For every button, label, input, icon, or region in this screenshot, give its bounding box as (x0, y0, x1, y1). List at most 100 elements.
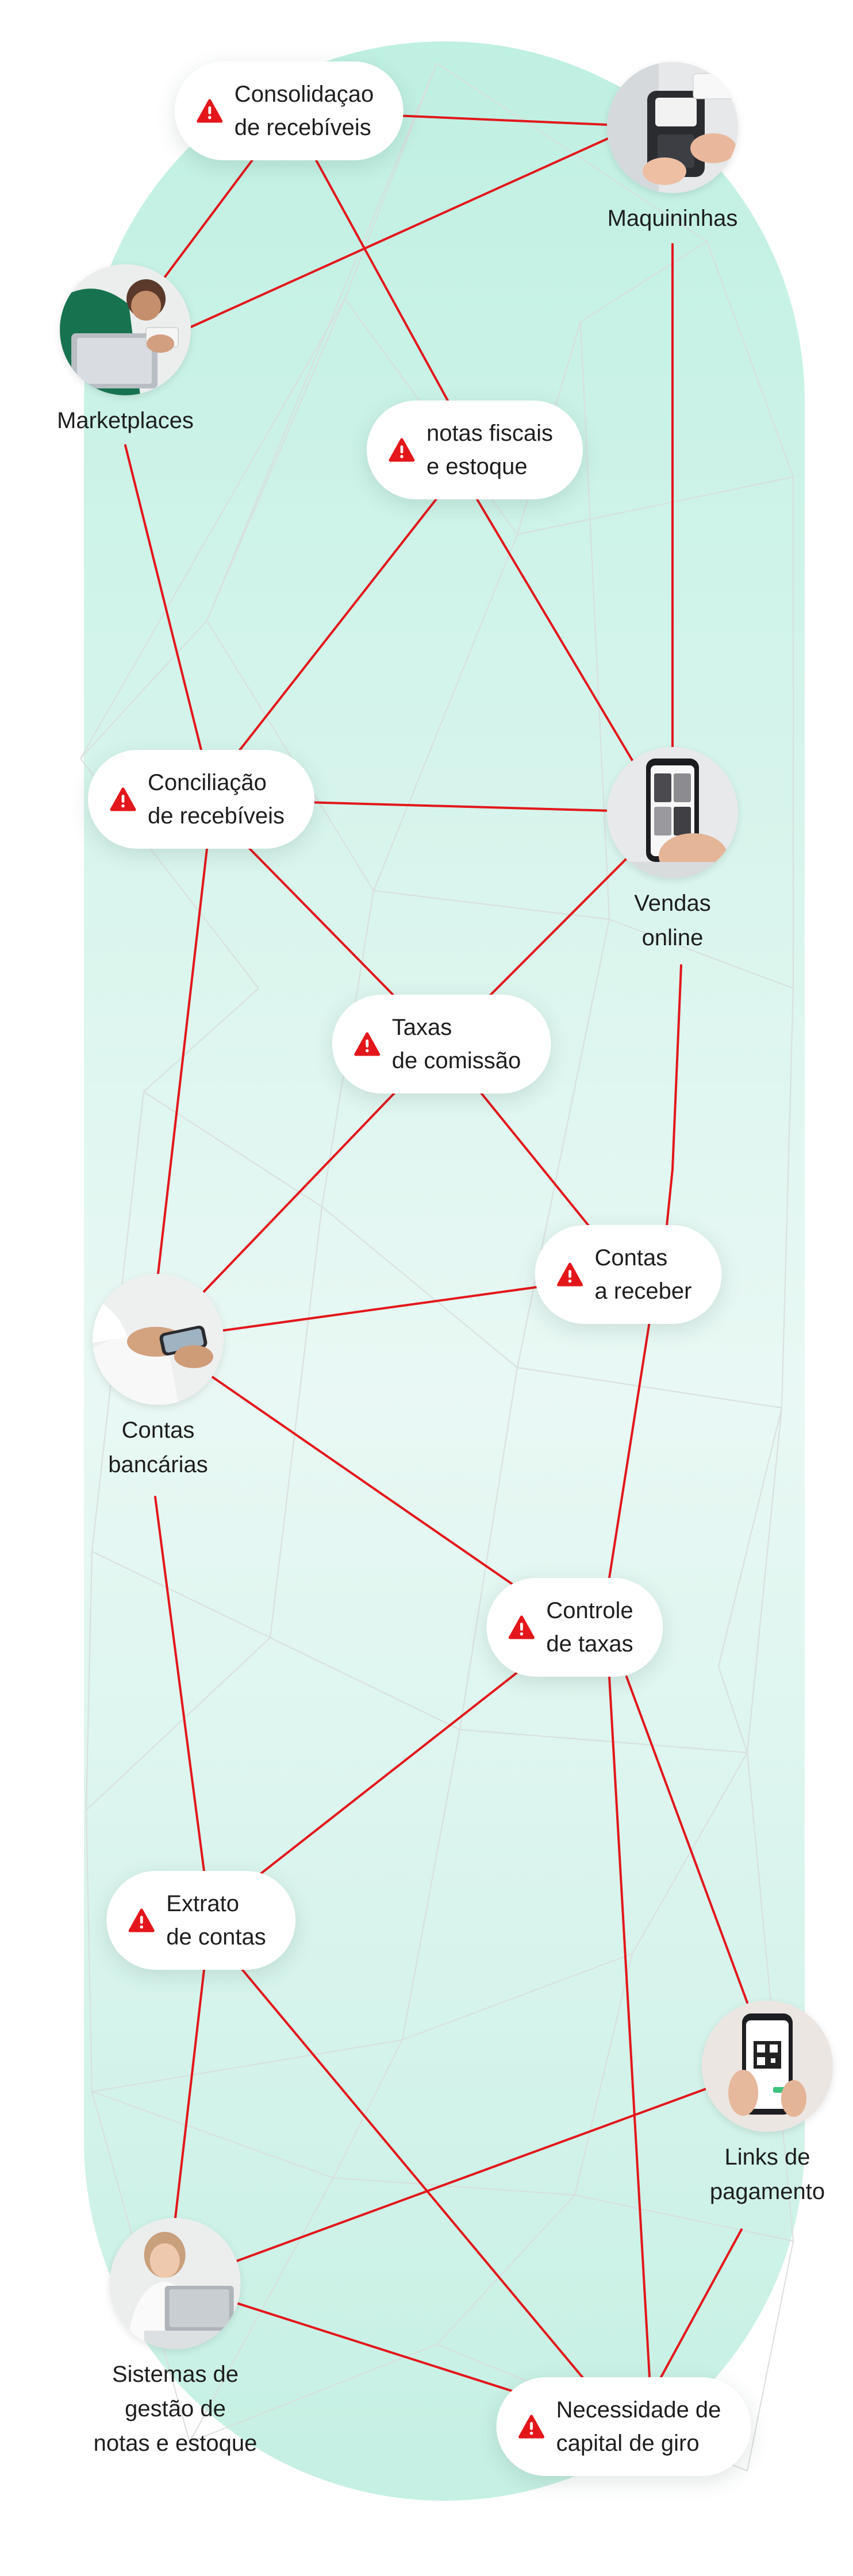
hub-label: Vendas online (607, 886, 738, 955)
connection-line (200, 1626, 576, 1922)
mesh-line (333, 2177, 575, 2196)
pill-text: Necessidade de capital de giro (556, 2393, 721, 2460)
mesh-line (91, 2039, 403, 2093)
connection-line (154, 1496, 205, 1872)
qr-phone-photo-icon (702, 2001, 833, 2132)
pill-conciliacao: Conciliação de recebíveis (88, 750, 314, 849)
pill-taxas-comissao: Taxas de comissão (332, 995, 551, 1093)
mesh-line (609, 918, 794, 989)
mesh-line (206, 63, 438, 621)
pill-line: notas fiscais (426, 421, 554, 446)
connection-line (608, 1320, 651, 1579)
pill-text: Controle de taxas (546, 1594, 633, 1661)
hub-label: Sistemas de gestão de notas e estoque (94, 2357, 258, 2461)
mesh-line (574, 1953, 633, 2196)
mesh-line (717, 1666, 748, 1753)
hub-links-pagamento: Links de pagamento (702, 2001, 833, 2209)
pill-consolidacao: Consolidaçao de recebíveis (174, 61, 404, 160)
mesh-line (632, 1752, 748, 1954)
mesh-line (436, 63, 708, 242)
hub-label-line: online (641, 925, 704, 950)
pill-contas-receber: Contas a receber (535, 1225, 722, 1324)
pill-text: Taxas de comissão (392, 1011, 521, 1077)
mesh-line (516, 919, 610, 1368)
hub-label-line: notas e estoque (93, 2431, 258, 2456)
pill-line: de contas (166, 1924, 266, 1950)
mesh-line (517, 476, 794, 536)
mesh-line (206, 298, 346, 621)
pill-notas: notas fiscais e estoque (366, 401, 583, 499)
hub-label: Links de pagamento (702, 2140, 833, 2209)
mesh-line (344, 63, 438, 299)
connection-line (625, 1676, 748, 2004)
hub-label-line: Sistemas de (112, 2362, 239, 2387)
hub-label-line: gestão de (125, 2396, 226, 2421)
card-machine-photo-icon (607, 62, 738, 193)
hub-label: Contas bancárias (93, 1413, 224, 1482)
hub-label-line: Maquininhas (607, 206, 738, 231)
pill-capital-giro: Necessidade de capital de giro (496, 2377, 751, 2476)
mesh-line (270, 1637, 460, 1730)
hub-label-line: bancárias (108, 1452, 208, 1477)
mesh-line (91, 2090, 334, 2179)
pill-extrato: Extrato de contas (106, 1871, 296, 1970)
warning-icon (389, 438, 415, 462)
mesh-line (717, 1407, 783, 1667)
mesh-line (80, 298, 345, 759)
mesh-line (781, 988, 794, 1408)
connection-line (189, 137, 610, 329)
mesh-line (206, 620, 374, 891)
pill-line: Taxas (391, 1015, 452, 1040)
mesh-line (459, 1728, 748, 1754)
pill-line: Contas (594, 1245, 668, 1270)
red-connections (124, 110, 769, 2428)
hub-label-line: Vendas (634, 891, 711, 916)
pill-text: Extrato de contas (166, 1887, 266, 1954)
connection-line (608, 1676, 651, 2378)
mesh-line (269, 1206, 323, 1638)
hub-label: Maquininhas (607, 201, 738, 236)
mesh-line (517, 1366, 782, 1409)
pill-line: Extrato (166, 1891, 239, 1916)
woman-laptop-photo-icon (109, 2218, 241, 2349)
phone-shop-photo-icon (607, 747, 738, 878)
pill-line: Necessidade de (556, 2397, 721, 2423)
mesh-line (459, 1367, 518, 1730)
connection-line (174, 2065, 769, 2285)
hub-maquininhas: Maquininhas (607, 62, 738, 236)
connection-line (288, 110, 476, 451)
mesh-line (189, 2343, 437, 2443)
pill-controle-taxas: Controle de taxas (486, 1578, 663, 1677)
pill-text: Consolidaçao de recebíveis (235, 78, 374, 144)
mesh-line (80, 620, 208, 759)
mesh-line (402, 1953, 633, 2041)
connection-line (124, 444, 202, 751)
connection-line (157, 848, 208, 1275)
hub-label-line: pagamento (709, 2179, 825, 2204)
mesh-line (85, 1809, 93, 2092)
pill-line: e estoque (426, 454, 528, 479)
pill-line: de recebíveis (234, 115, 371, 140)
pill-line: Conciliação (148, 770, 267, 795)
mesh-line (321, 1206, 518, 1368)
mesh-line (706, 241, 794, 478)
hub-vendas-online: Vendas online (607, 747, 738, 955)
connection-line (660, 2228, 743, 2378)
warning-icon (197, 99, 223, 123)
mesh-line (436, 2194, 575, 2345)
mesh-line (85, 1551, 93, 1811)
hub-label-line: Links de (724, 2144, 810, 2170)
warning-icon (128, 1908, 155, 1932)
pill-line: de taxas (546, 1631, 633, 1657)
laptop-card-photo-icon (60, 264, 191, 395)
connection-line (666, 964, 682, 1227)
connection-line (200, 1919, 625, 2428)
connection-line (174, 1969, 205, 2219)
mesh-line (143, 988, 259, 1092)
pill-line: Consolidaçao (234, 82, 374, 107)
hub-contas-bancarias: Contas bancárias (93, 1274, 224, 1482)
pill-line: a receber (594, 1279, 692, 1304)
mesh-line (580, 241, 708, 322)
mesh-line (746, 2240, 794, 2471)
hub-label-line: Marketplaces (57, 408, 194, 433)
